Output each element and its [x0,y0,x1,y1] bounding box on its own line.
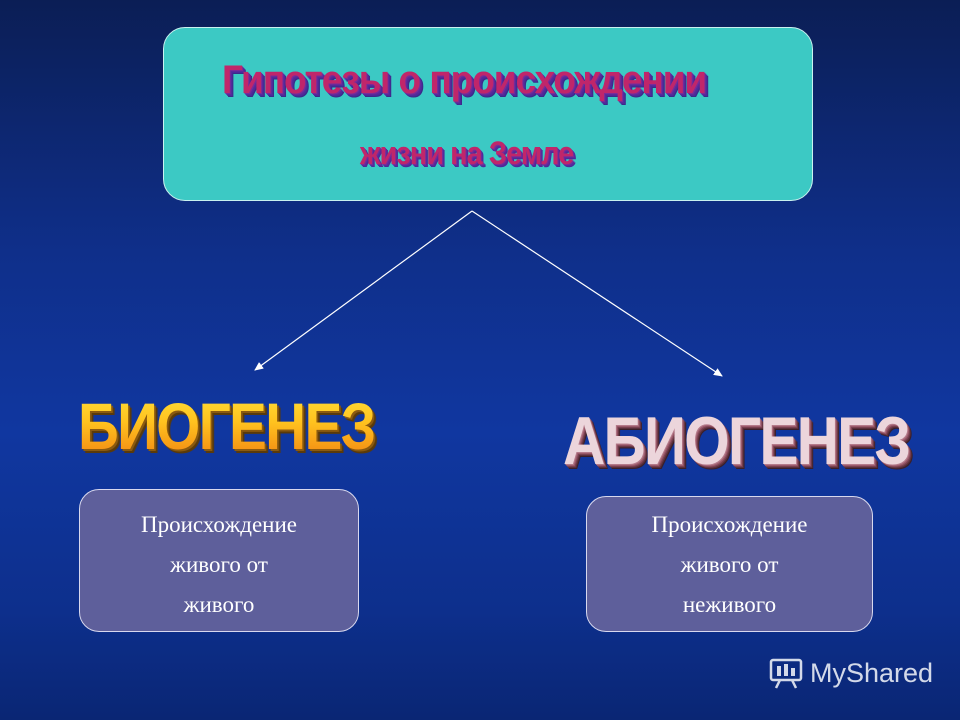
header-title-line1: Гипотезы о происхождении [222,58,707,102]
watermark-text: MyShared [810,657,934,688]
description-line: живого от [680,552,779,577]
myshared-logo-icon [769,658,803,689]
description-line: живого [183,592,255,617]
arrow-to-biogenesis [254,210,473,371]
abiogenesis-title: АБИОГЕНЕЗ [563,403,911,479]
biogenesis-description-box: Происхождение живого от живого [79,489,359,632]
header-title-line2: жизни на Земле [360,135,574,171]
description-line: неживого [682,592,777,617]
biogenesis-title: БИОГЕНЕЗ [78,389,376,463]
description-line: Происхождение [140,512,297,537]
abiogenesis-description-box: Происхождение живого от неживого [586,496,873,632]
description-line: Происхождение [651,512,808,537]
description-line: живого от [170,552,268,577]
arrow-to-abiogenesis [471,210,723,377]
header-box [163,27,813,201]
watermark[interactable]: MyShared [768,656,933,690]
